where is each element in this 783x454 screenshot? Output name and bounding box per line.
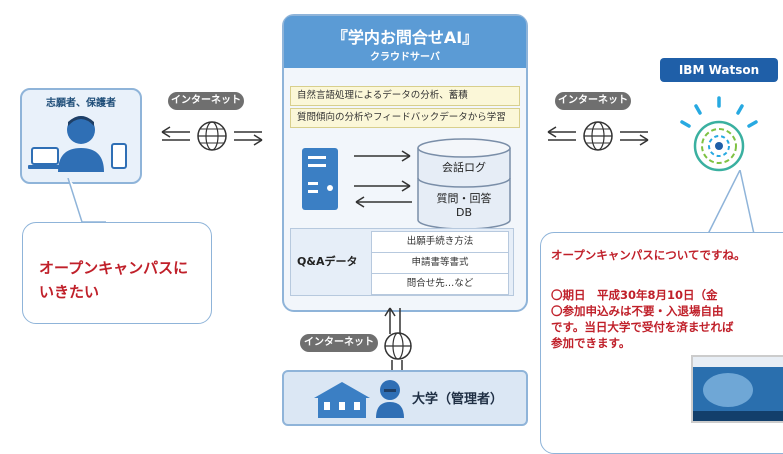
right-bubble-line2: 〇期日 平成30年8月10日（金 <box>551 288 718 302</box>
right-bubble-tail <box>707 170 755 235</box>
internet-right-badge: インターネット <box>555 92 631 110</box>
server-subtitle: クラウドサーバ <box>370 52 440 63</box>
university-label: 大学（管理者） <box>412 392 504 407</box>
left-bubble-tail <box>67 178 106 223</box>
internet-left-badge: インターネット <box>168 92 244 110</box>
qa-item: 出願手続き方法 <box>371 231 509 253</box>
left-bubble-line2: いきたい <box>39 283 100 301</box>
university-panel: 大学（管理者） <box>282 370 528 426</box>
internet-bottom-badge: インターネット <box>300 334 378 352</box>
qa-item: 申請書等書式 <box>371 252 509 274</box>
user-panel: 志願者、保護者 <box>20 88 142 184</box>
user-label: 志願者、保護者 <box>46 98 116 109</box>
db-log-label: 会話ログ <box>442 161 486 174</box>
learning-row: 質問傾向の分析やフィードバックデータから学習 <box>290 108 520 128</box>
right-bubble-line1: オープンキャンパスについてですね。 <box>551 248 746 262</box>
server-title: 『学内お問合せAI』 <box>331 28 479 47</box>
left-speech-bubble: オープンキャンパスに いきたい <box>22 222 212 324</box>
website-thumbnail <box>691 355 783 423</box>
server-icon <box>302 148 338 210</box>
thumbnail-header <box>693 357 783 367</box>
thumbnail-image <box>703 373 753 407</box>
nlp-row: 自然言語処理によるデータの分析、蓄積 <box>290 86 520 106</box>
thumbnail-footer <box>693 411 783 421</box>
watson-logo-icon <box>680 96 758 172</box>
database-icon <box>417 138 511 230</box>
db-arrows <box>354 150 412 208</box>
right-bubble-line5: 参加できます。 <box>551 336 631 350</box>
qa-data-title: Q&Aデータ <box>297 255 358 268</box>
db-qa-label-2: DB <box>455 206 473 219</box>
server-title-bar: 『学内お問合せAI』 クラウドサーバ <box>284 16 526 68</box>
db-qa-label-1: 質問・回答 <box>436 192 492 205</box>
watson-label: IBM Watson <box>660 58 778 82</box>
qa-data-block: Q&Aデータ 出願手続き方法 申請書等書式 問合せ先…など <box>290 228 514 296</box>
globe-icon <box>161 121 263 151</box>
university-building-icon <box>314 380 404 418</box>
qa-item: 問合せ先…など <box>371 273 509 295</box>
right-bubble-line3: 〇参加申込みは不要・入退場自由 <box>551 304 724 318</box>
globe-icon <box>547 121 649 151</box>
left-bubble-line1: オープンキャンパスに <box>39 259 189 277</box>
user-devices-icon <box>28 116 127 172</box>
right-bubble-line4: です。当日大学で受付を済ませれば <box>551 320 734 334</box>
right-speech-bubble: オープンキャンパスについてですね。 〇期日 平成30年8月10日（金 〇参加申込… <box>540 232 783 454</box>
